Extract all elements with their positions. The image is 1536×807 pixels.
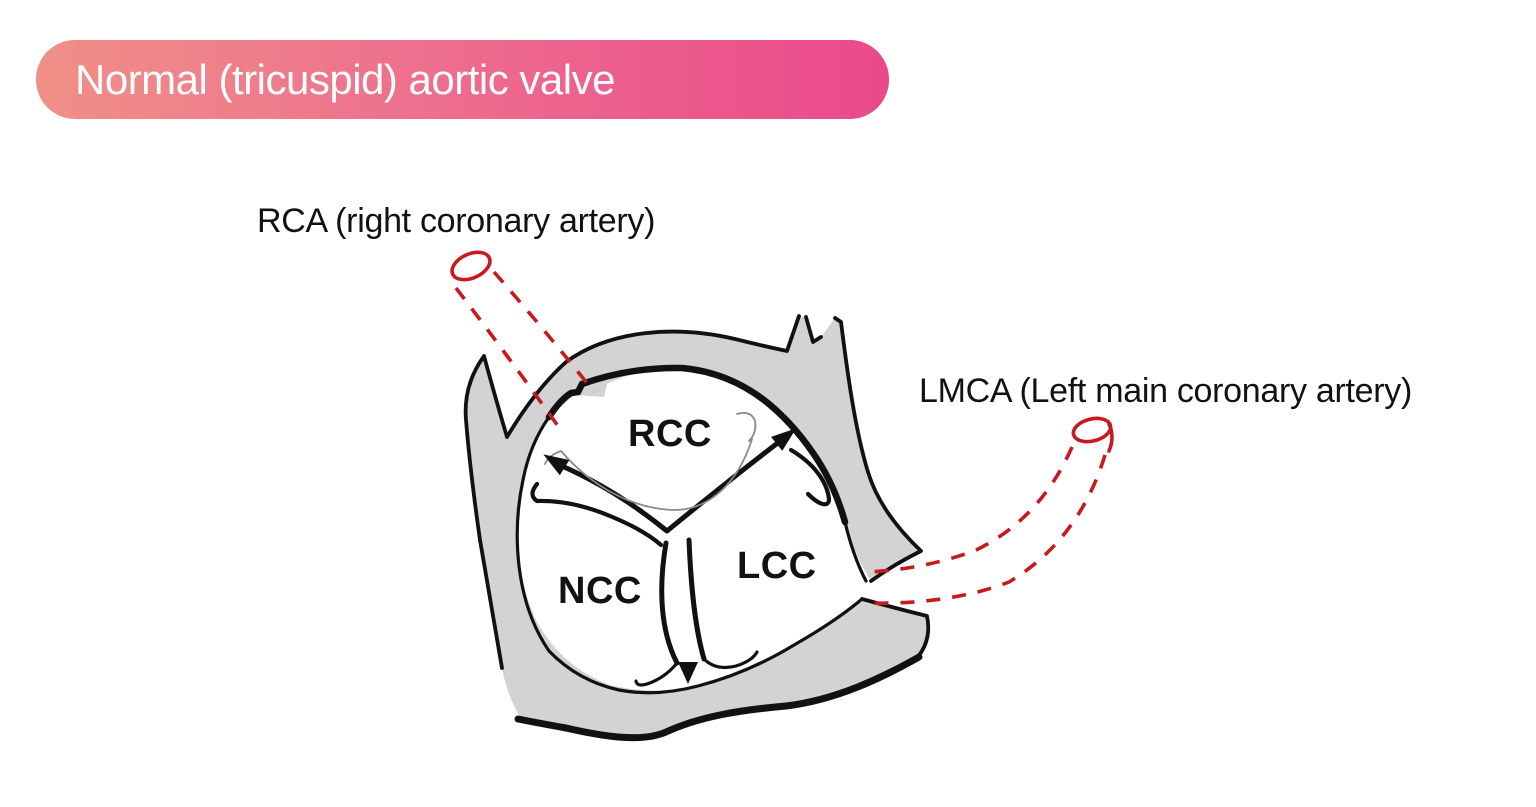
lmca-ostium-ring-icon	[1071, 416, 1113, 444]
cusp-label-rcc: RCC	[628, 413, 712, 455]
aortic-wall	[463, 314, 931, 742]
cusp-label-ncc: NCC	[558, 570, 642, 612]
cusp-label-lcc: LCC	[737, 545, 817, 587]
arrowhead-left-icon	[543, 454, 570, 476]
lumen-rim-upper	[545, 364, 849, 526]
rca-ostium-ring-icon	[450, 250, 492, 282]
aortic-wall-outline	[463, 314, 931, 670]
commissure-arrowheads	[543, 428, 797, 684]
lmca-artery-dashes	[865, 446, 1107, 605]
aortic-wall-bottom-edge	[514, 653, 923, 742]
rca-artery-dashes	[454, 270, 596, 428]
page-title: Normal (tricuspid) aortic valve	[75, 55, 615, 103]
cusp-edge-lines	[530, 447, 832, 548]
title-banner: Normal (tricuspid) aortic valve	[36, 40, 889, 119]
aortic-wall-fill	[465, 316, 929, 739]
arrowhead-bottom-icon	[678, 662, 698, 684]
bottom-commissure-hooks	[634, 650, 759, 687]
arrowhead-right-icon	[771, 428, 797, 451]
lmca-ostium-tail	[1107, 422, 1114, 453]
valve-commissures	[530, 412, 832, 687]
lmca-annotation-label: LMCA (Left main coronary artery)	[919, 372, 1413, 410]
rca-annotation-label: RCA (right coronary artery)	[257, 202, 656, 240]
lumen-rim-lower	[515, 415, 868, 695]
artery-callouts	[450, 250, 1114, 605]
